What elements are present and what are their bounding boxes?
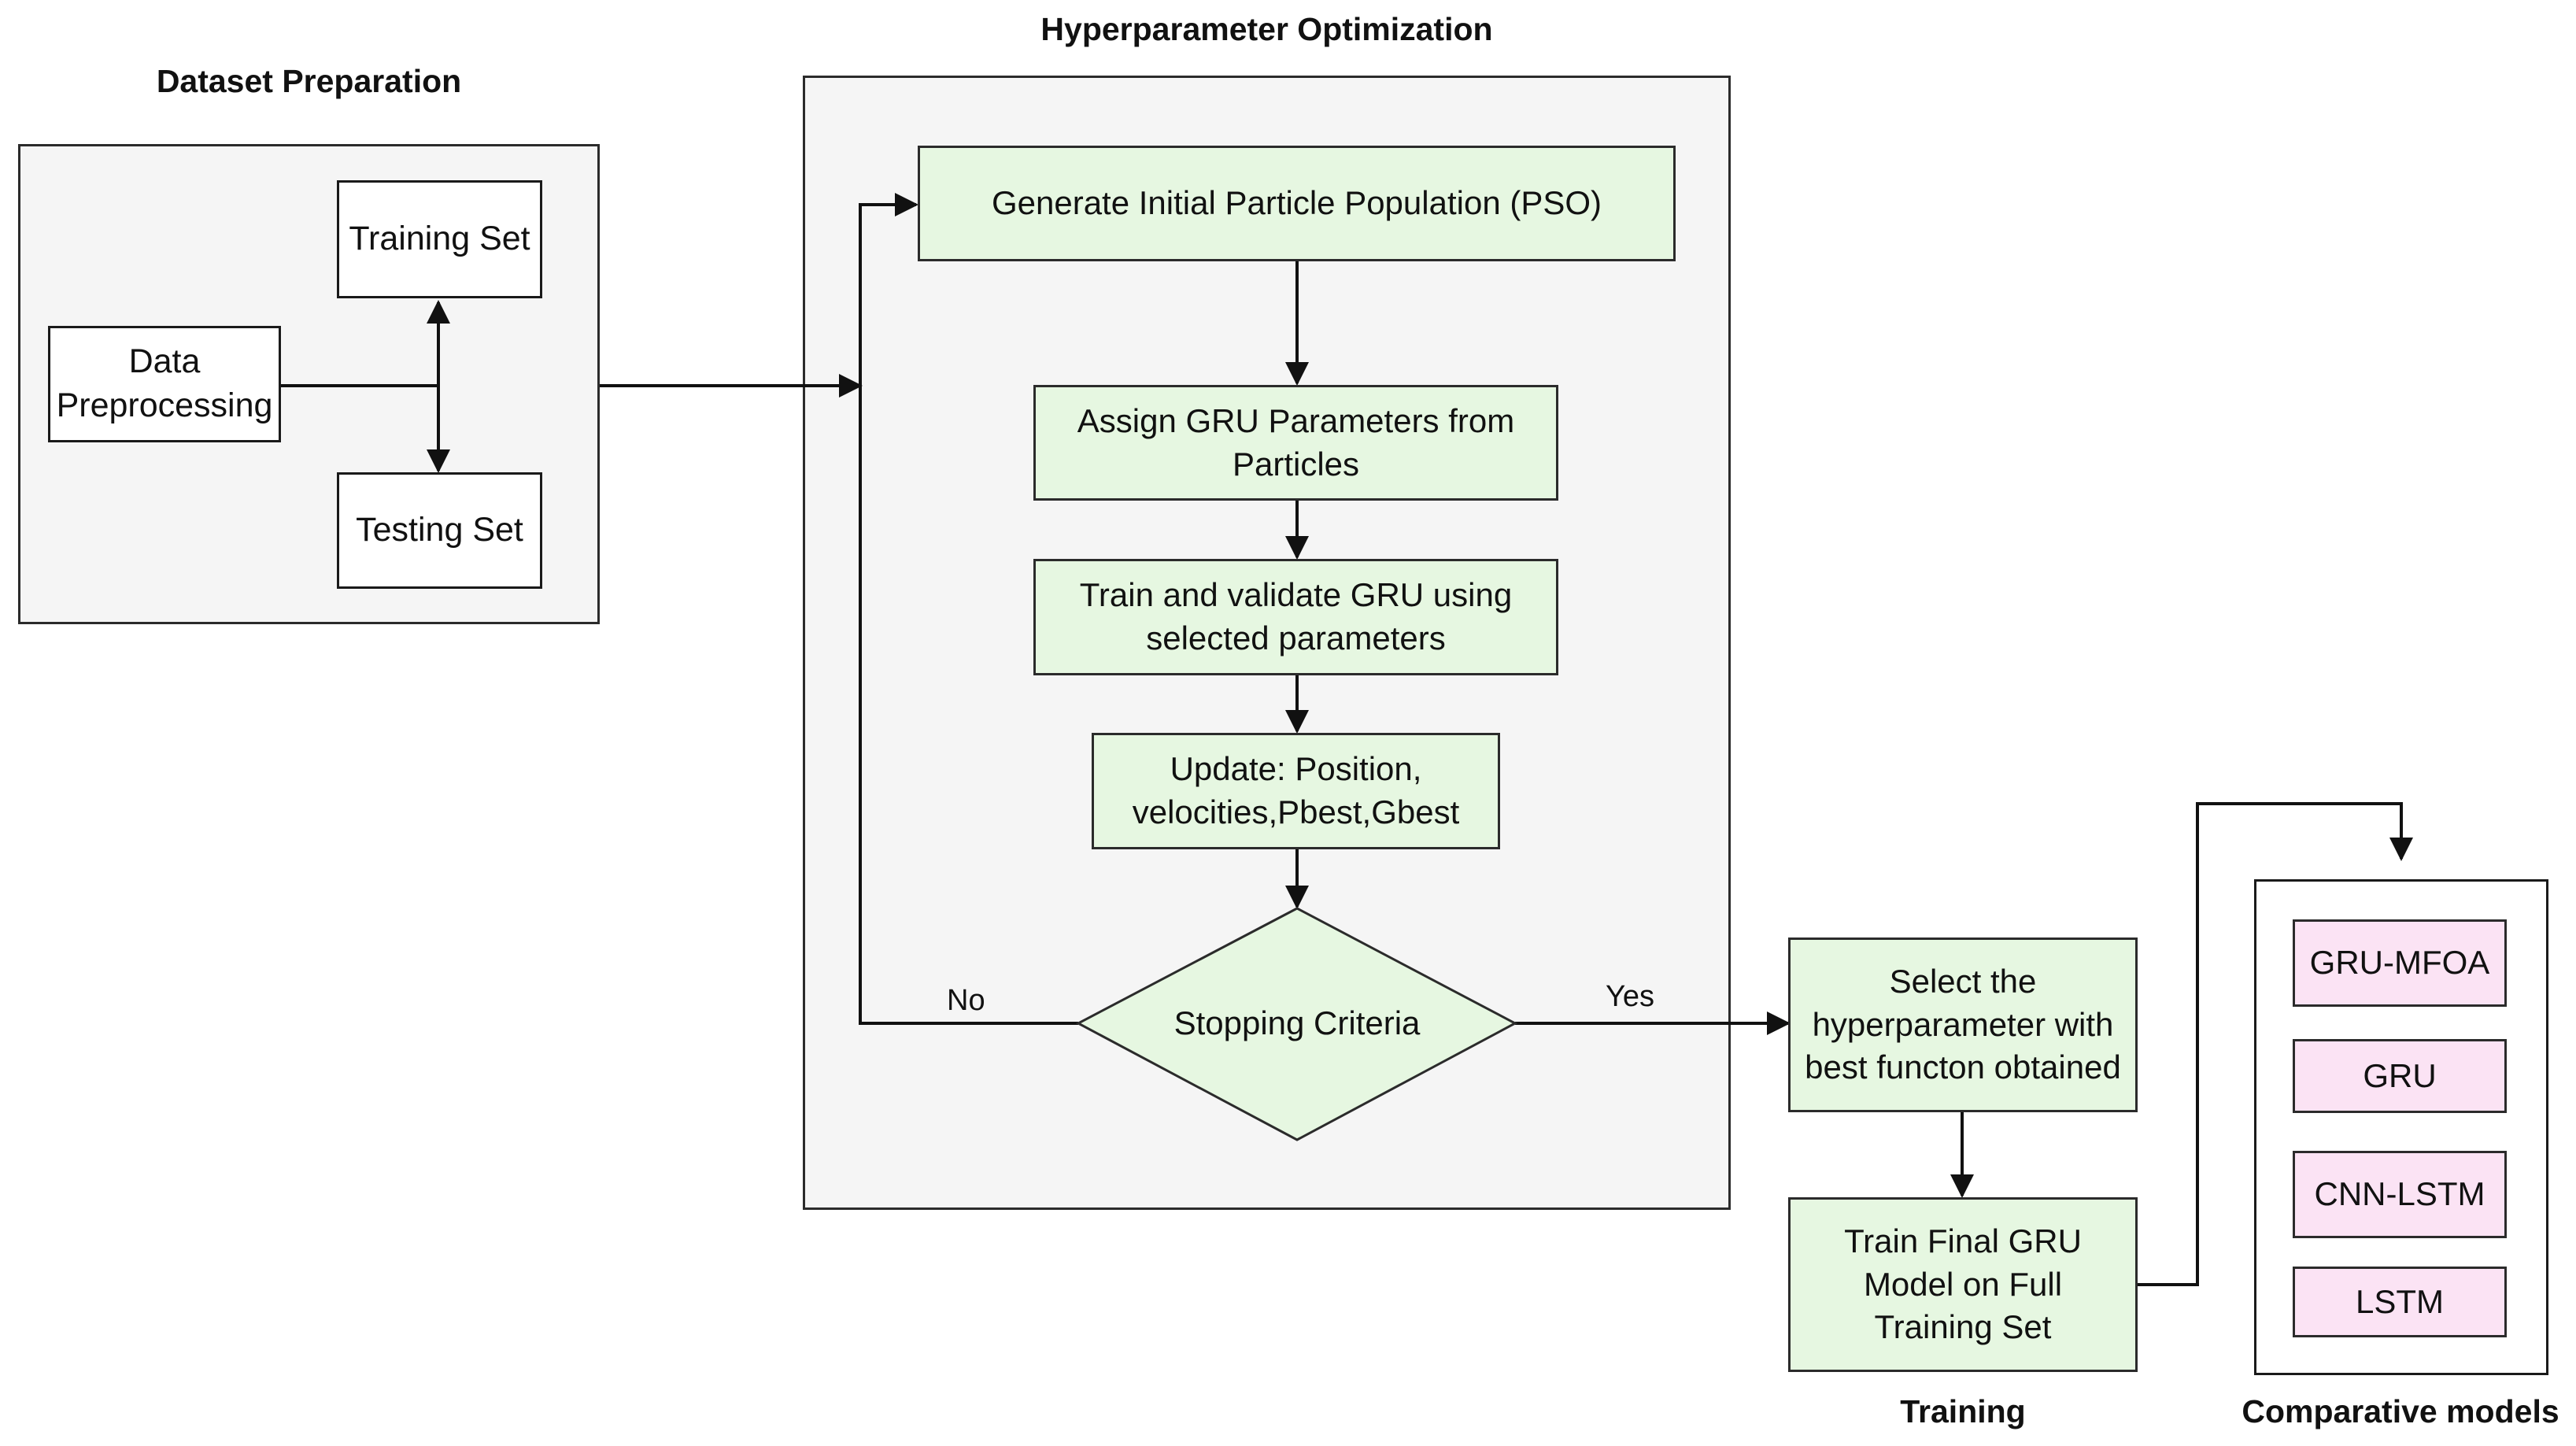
model-label: GRU-MFOA (2309, 944, 2490, 982)
no-edge-label: No (947, 984, 985, 1017)
data-preprocessing-label: Data Preprocessing (56, 342, 273, 424)
model-label: GRU (2363, 1056, 2437, 1094)
hyperparameter-optimization-heading: Hyperparameter Optimization (1040, 11, 1493, 47)
generate-population-label: Generate Initial Particle Population (PS… (991, 184, 1602, 222)
edge-no-loop (859, 193, 1078, 1025)
model-lstm: LSTM (2293, 1267, 2507, 1337)
select-hyperparameter-label: Select the hyperparameter with best func… (1805, 963, 2121, 1086)
generate-population-node: Generate Initial Particle Population (PS… (918, 146, 1676, 261)
model-gru-mfoa: GRU-MFOA (2293, 919, 2507, 1007)
train-final-node: Train Final GRU Model on Full Training S… (1788, 1197, 2138, 1372)
train-validate-node: Train and validate GRU using selected pa… (1033, 559, 1558, 675)
train-validate-label: Train and validate GRU using selected pa… (1079, 576, 1513, 656)
edge-final-to-models (2138, 802, 2413, 1286)
model-label: CNN-LSTM (2314, 1175, 2485, 1213)
training-set-node: Training Set (337, 180, 542, 298)
model-label: LSTM (2355, 1282, 2444, 1320)
model-cnn-lstm: CNN-LSTM (2293, 1151, 2507, 1238)
stopping-criteria-diamond (1075, 907, 1518, 1141)
dataset-preparation-heading: Dataset Preparation (156, 63, 462, 99)
update-node: Update: Position, velocities,Pbest,Gbest (1092, 733, 1500, 849)
update-label: Update: Position, velocities,Pbest,Gbest (1132, 750, 1460, 830)
assign-parameters-node: Assign GRU Parameters from Particles (1033, 385, 1558, 501)
training-heading: Training (1900, 1393, 2026, 1429)
comparative-models-heading: Comparative models (2242, 1393, 2559, 1429)
testing-set-node: Testing Set (337, 472, 542, 589)
yes-edge-label: Yes (1606, 980, 1654, 1013)
model-gru: GRU (2293, 1039, 2507, 1113)
assign-parameters-label: Assign GRU Parameters from Particles (1077, 401, 1515, 483)
stopping-criteria-label: Stopping Criteria (1173, 1004, 1421, 1041)
training-set-label: Training Set (349, 220, 530, 258)
testing-set-label: Testing Set (356, 511, 523, 549)
data-preprocessing-node: Data Preprocessing (48, 326, 281, 442)
train-final-label: Train Final GRU Model on Full Training S… (1844, 1222, 2082, 1346)
select-hyperparameter-node: Select the hyperparameter with best func… (1788, 937, 2138, 1112)
